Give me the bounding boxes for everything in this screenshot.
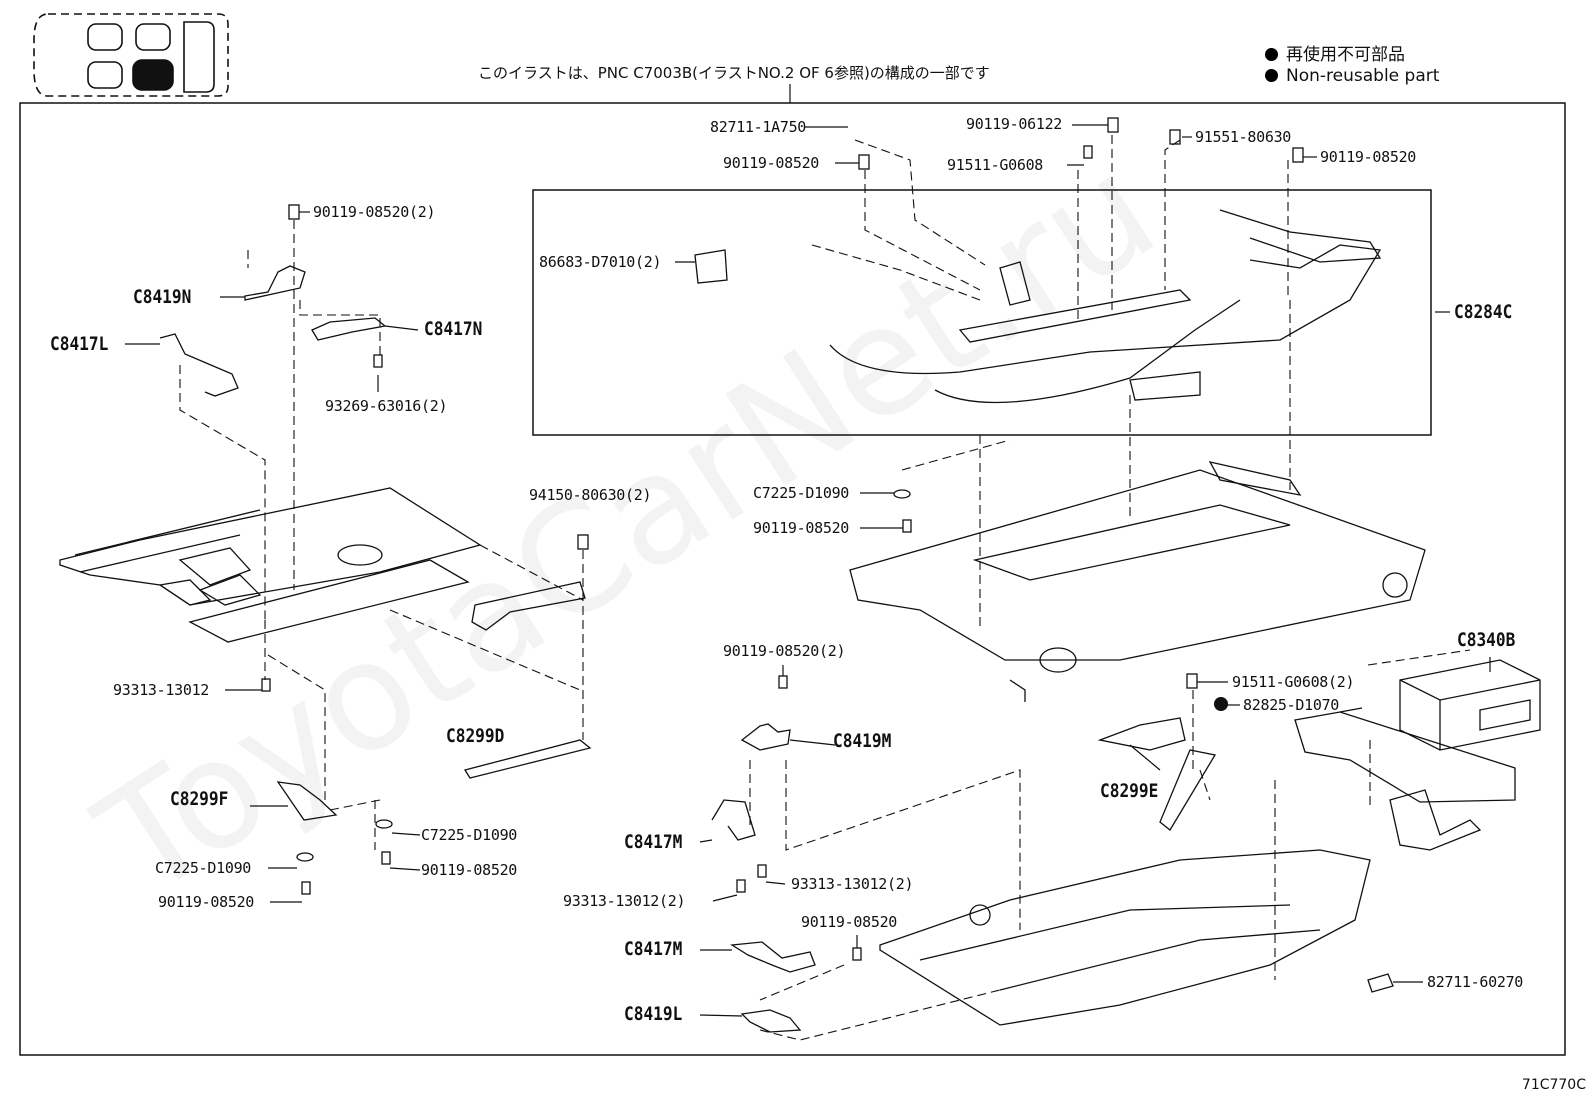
ecu-lower-bracket — [1389, 789, 1482, 851]
part-label-91511-g0608-2[interactable]: 91511-G0608(2) — [1232, 673, 1355, 691]
harness-box — [532, 189, 1432, 436]
center-seat-frame — [849, 461, 1426, 702]
c8299f-shape — [276, 781, 338, 821]
part-label-82825-d1070[interactable]: 82825-D1070 — [1243, 696, 1340, 714]
part-label-90119-08520[interactable]: 90119-08520 — [421, 861, 518, 879]
main-frame — [19, 102, 1566, 1056]
assembly-lines — [179, 135, 1471, 1041]
part-label-82711-60270[interactable]: 82711-60270 — [1427, 973, 1524, 991]
header-note: このイラストは、PNC C7003B(イラストNO.2 OF 6参照)の構成の一… — [478, 64, 990, 82]
legend-en-text: Non-reusable part — [1286, 66, 1440, 86]
part-label-93313-13012[interactable]: 93313-13012 — [113, 681, 210, 699]
c8417l-shape — [159, 333, 239, 397]
part-label-90119-08520[interactable]: 90119-08520 — [158, 893, 255, 911]
part-label-90119-08520-2[interactable]: 90119-08520(2) — [723, 642, 846, 660]
part-label-94150-80630[interactable]: 94150-80630(2) — [529, 486, 652, 504]
part-label-93313-13012-2[interactable]: 93313-13012(2) — [791, 875, 914, 893]
group-label-c8419n[interactable]: C8419N — [133, 286, 192, 308]
part-label-90119-08520[interactable]: 90119-08520 — [801, 913, 898, 931]
c8419n-shape — [244, 265, 306, 301]
fasteners — [261, 117, 1304, 961]
group-label-c8419l[interactable]: C8419L — [624, 1003, 683, 1025]
c8284c-harness — [694, 209, 1382, 404]
part-label-93269-63016[interactable]: 93269-63016(2) — [325, 397, 448, 415]
bracket-82711-60270 — [1367, 973, 1394, 993]
part-label-90119-08520-2[interactable]: 90119-08520(2) — [313, 203, 436, 221]
legend-jp-text: 再使用不可部品 — [1286, 45, 1405, 65]
part-label-91511-g0608[interactable]: 91511-G0608 — [947, 156, 1044, 174]
part-label-90119-08520[interactable]: 90119-08520 — [1320, 148, 1417, 166]
non-reusable-dot-icon — [1265, 69, 1278, 82]
part-label-90119-08520[interactable]: 90119-08520 — [723, 154, 820, 172]
lower-seat-frame — [879, 717, 1371, 1026]
c8299d-shape — [463, 739, 592, 779]
group-label-c8417n[interactable]: C8417N — [424, 318, 483, 340]
part-label-c7225-d1090[interactable]: C7225-D1090 — [753, 484, 850, 502]
leader-lines — [125, 124, 1491, 1017]
part-label-90119-08520[interactable]: 90119-08520 — [753, 519, 850, 537]
non-reusable-marker — [1214, 697, 1228, 711]
part-label-82711-1a750[interactable]: 82711-1A750 — [710, 118, 807, 136]
group-label-c8417m[interactable]: C8417M — [624, 831, 683, 853]
group-label-c8299e[interactable]: C8299E — [1100, 780, 1159, 802]
legend-en: Non-reusable part — [1265, 66, 1439, 86]
c8417m-shape-a — [711, 799, 756, 841]
group-label-c8299d[interactable]: C8299D — [446, 725, 505, 747]
non-reusable-dot-icon — [1265, 48, 1278, 61]
legend-jp: 再使用不可部品 — [1265, 40, 1405, 65]
group-label-c8417l[interactable]: C8417L — [50, 333, 109, 355]
c8417n-shape — [311, 317, 387, 341]
bracket-94150 — [471, 581, 586, 631]
part-label-c7225-d1090[interactable]: C7225-D1090 — [421, 826, 518, 844]
part-label-86683-d7010[interactable]: 86683-D7010(2) — [539, 253, 662, 271]
left-seat-track — [59, 487, 482, 643]
c8419m-shape — [740, 723, 791, 751]
ecu-bracket — [1294, 711, 1516, 803]
group-label-c8419m[interactable]: C8419M — [833, 730, 892, 752]
group-label-c8284c[interactable]: C8284C — [1454, 301, 1513, 323]
part-label-90119-06122[interactable]: 90119-06122 — [966, 115, 1063, 133]
group-label-c8299f[interactable]: C8299F — [170, 788, 229, 810]
group-label-c8417m[interactable]: C8417M — [624, 938, 683, 960]
c8419l-shape — [740, 1009, 802, 1033]
part-label-91551-80630[interactable]: 91551-80630 — [1195, 128, 1292, 146]
group-label-c8340b[interactable]: C8340B — [1457, 629, 1516, 651]
seat-position-indicator — [33, 13, 229, 97]
c8417m-shape-b — [730, 941, 816, 973]
part-label-c7225-d1090[interactable]: C7225-D1090 — [155, 859, 252, 877]
diagram-code: 71C770C — [1521, 1077, 1586, 1093]
part-label-93313-13012-2[interactable]: 93313-13012(2) — [563, 892, 686, 910]
c8340b-ecu — [1399, 659, 1541, 751]
